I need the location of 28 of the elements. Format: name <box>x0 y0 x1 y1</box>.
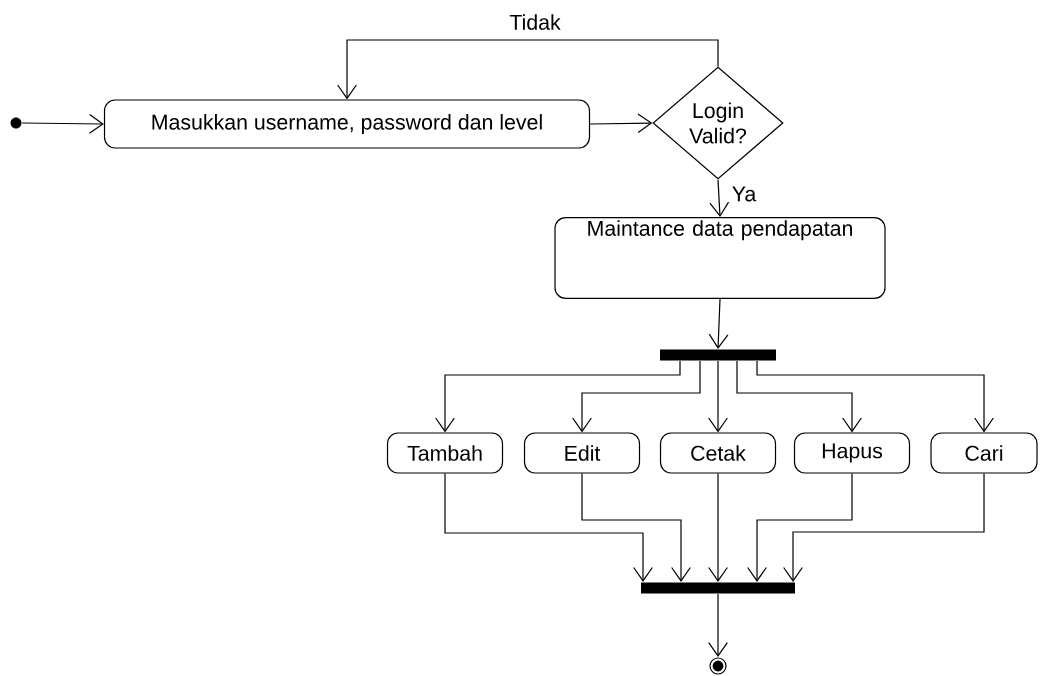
activity-box: Cetak <box>659 432 777 474</box>
activity-box: Hapus <box>793 432 911 474</box>
arrow <box>736 360 862 433</box>
arrow <box>708 360 728 433</box>
activity-box: Maintance data pendapatan <box>554 217 886 299</box>
arrow <box>708 473 728 582</box>
arrow <box>708 593 728 657</box>
activity-box: Cari <box>930 432 1038 474</box>
fork-bar <box>660 349 776 361</box>
activity-box: Tambah <box>386 432 504 474</box>
arrow <box>756 360 994 433</box>
arrow <box>572 360 701 433</box>
arrow <box>709 179 730 217</box>
arrow <box>783 473 985 582</box>
activity-box: Masukkan username, password dan level <box>103 99 591 149</box>
arrow <box>589 113 653 134</box>
edge-label: Ya <box>730 185 758 203</box>
arrow <box>337 39 719 100</box>
arrow <box>444 473 653 582</box>
arrow <box>581 473 691 582</box>
end-dot <box>707 655 729 676</box>
join-bar <box>641 582 795 594</box>
arrow <box>435 360 681 433</box>
arrow <box>747 473 853 582</box>
arrow <box>21 113 104 134</box>
arrow <box>708 298 729 349</box>
activity-box: Edit <box>523 432 641 474</box>
edge-label: Tidak <box>508 12 563 32</box>
